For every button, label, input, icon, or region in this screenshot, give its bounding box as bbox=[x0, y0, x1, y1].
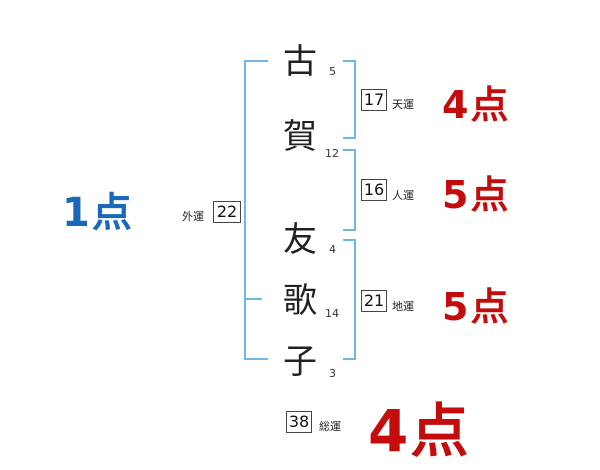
given-char-1: 友 bbox=[283, 220, 317, 260]
jinkaku-value-box: 16 bbox=[361, 179, 387, 201]
jinkaku-bracket bbox=[343, 149, 356, 231]
surname-char-1: 古 bbox=[283, 42, 317, 82]
surname-char-1-strokes: 5 bbox=[329, 65, 336, 78]
tenkaku-score: 4点 bbox=[442, 83, 511, 127]
chikaku-label: 地運 bbox=[392, 300, 414, 313]
jinkaku-score: 5点 bbox=[442, 173, 511, 217]
gaikaku-label: 外運 bbox=[182, 210, 204, 223]
soukaku-label: 総運 bbox=[319, 420, 341, 433]
outer-bracket bbox=[244, 60, 268, 360]
jinkaku-label: 人運 bbox=[392, 189, 414, 202]
surname-char-2: 賀 bbox=[283, 117, 317, 157]
given-char-1-strokes: 4 bbox=[329, 243, 336, 256]
gaikaku-value-box: 22 bbox=[213, 201, 241, 223]
chikaku-value-box: 21 bbox=[361, 290, 387, 312]
given-char-3-strokes: 3 bbox=[329, 367, 336, 380]
gaikaku-score: 1点 bbox=[62, 190, 134, 236]
soukaku-score: 4点 bbox=[368, 397, 471, 465]
tenkaku-label: 天運 bbox=[392, 98, 414, 111]
tenkaku-value-box: 17 bbox=[361, 89, 387, 111]
surname-char-2-strokes: 12 bbox=[325, 147, 339, 160]
chikaku-score: 5点 bbox=[442, 285, 511, 329]
given-char-3: 子 bbox=[283, 342, 317, 382]
given-char-2: 歌 bbox=[283, 281, 317, 321]
tenkaku-bracket bbox=[343, 60, 356, 139]
given-char-2-strokes: 14 bbox=[325, 307, 339, 320]
soukaku-value-box: 38 bbox=[286, 411, 312, 433]
chikaku-bracket bbox=[343, 239, 356, 360]
